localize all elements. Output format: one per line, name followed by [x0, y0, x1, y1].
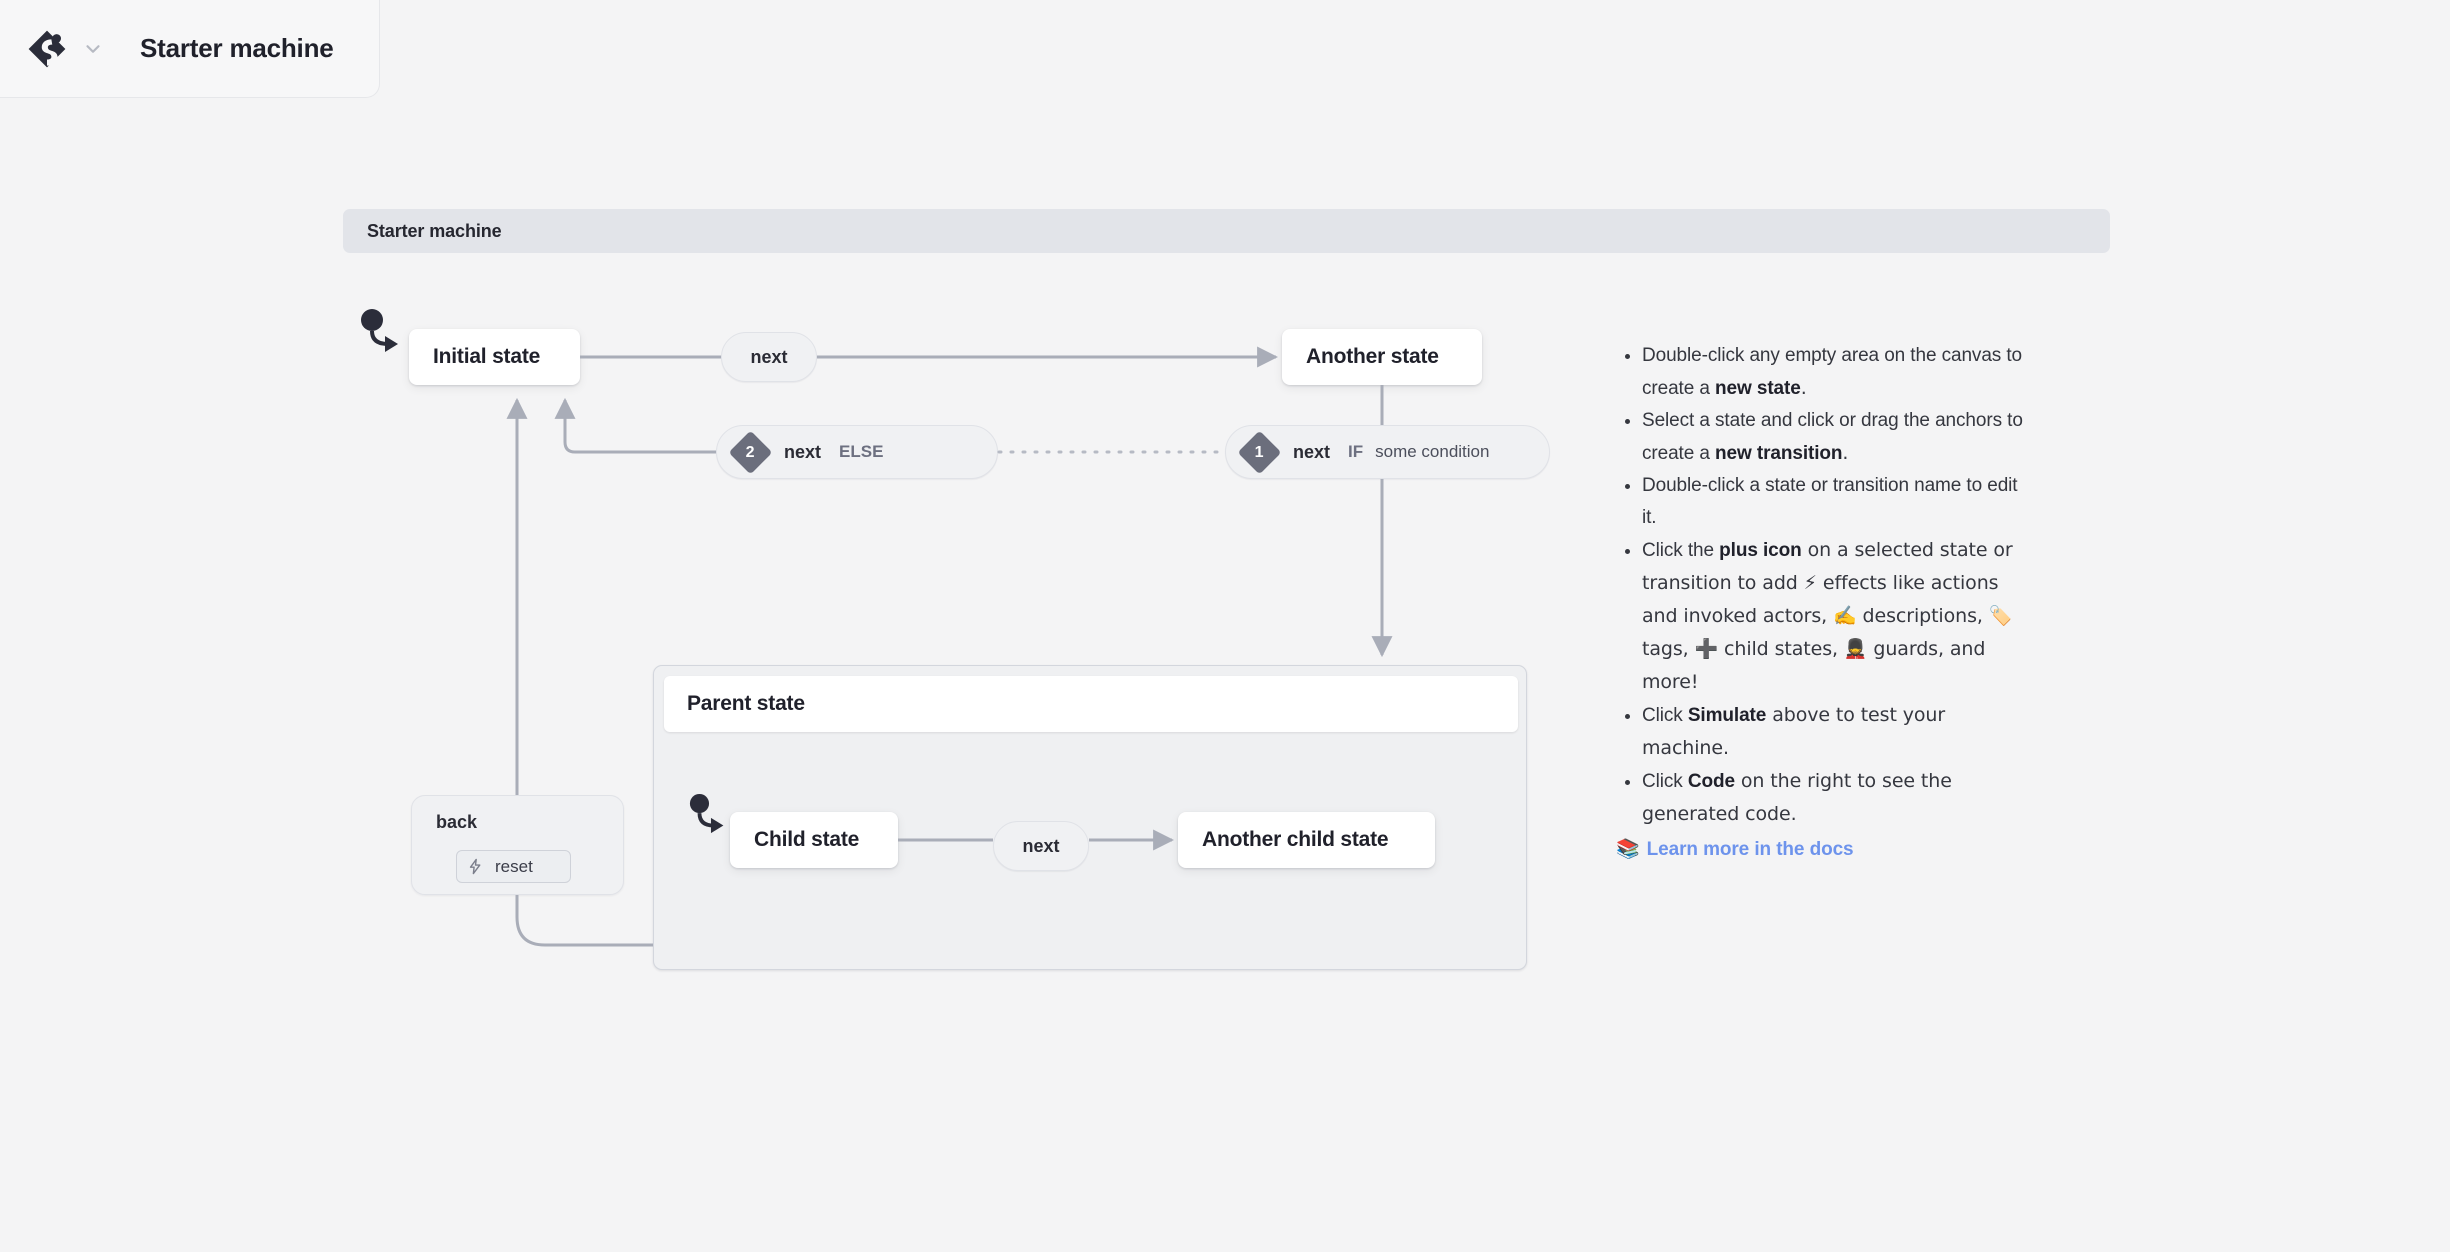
help-text-emphasis: new state [1715, 378, 1801, 399]
transition-event-label: next [1022, 835, 1060, 856]
machine-title-banner[interactable]: Starter machine [343, 209, 2110, 253]
state-label: Child state [754, 828, 860, 851]
transition-guard-keyword: IF [1348, 442, 1364, 461]
help-list-item: Click the plus icon on a selected state … [1642, 534, 2028, 699]
docs-link-row: 📚 Learn more in the docs [1616, 833, 2028, 866]
transition-next-initial-to-another[interactable]: next [721, 332, 817, 382]
books-icon: 📚 [1616, 838, 1640, 860]
app-title-label: Starter machine [140, 33, 334, 63]
transition-action-label: reset [495, 856, 533, 876]
help-text: Click the [1642, 540, 1720, 561]
state-label: Another state [1306, 345, 1439, 368]
help-text-emphasis: new transition [1715, 443, 1843, 464]
transition-next-else[interactable]: 2 next ELSE [716, 425, 998, 479]
transition-guard-expression: some condition [1375, 442, 1490, 461]
help-text: on the right to see the generated code. [1642, 770, 1952, 825]
state-node-another-state[interactable]: Another state [1282, 329, 1482, 385]
machine-title-label: Starter machine [367, 220, 502, 241]
help-text: Double-click any empty area on the canva… [1642, 345, 2023, 399]
state-label: Parent state [687, 692, 805, 715]
help-list-item: Click Code on the right to see the gener… [1642, 765, 2028, 831]
help-text: Double-click a state or transition name … [1642, 475, 2018, 528]
chevron-down-icon[interactable] [82, 38, 104, 60]
help-text: . [1800, 377, 1807, 399]
help-text-emphasis: Code [1687, 771, 1735, 792]
state-node-child-state[interactable]: Child state [730, 812, 898, 868]
help-text: . [1842, 442, 1849, 464]
transition-event-label: next [750, 346, 788, 367]
app-title-chip[interactable]: Starter machine [0, 0, 380, 98]
state-node-another-child-state[interactable]: Another child state [1178, 812, 1435, 868]
transition-next-child-to-another-child[interactable]: next [993, 821, 1089, 871]
help-text: on a selected state or transition to add… [1642, 539, 2013, 693]
transition-action-chip-reset[interactable]: reset [456, 850, 571, 883]
transition-next-if-some-condition[interactable]: 1 next IF some condition [1225, 425, 1550, 479]
help-panel: Double-click any empty area on the canva… [1616, 340, 2028, 866]
transition-event-label: next [784, 441, 822, 462]
help-text: Select a state and click or drag the anc… [1642, 410, 2023, 464]
transition-guard-keyword: ELSE [839, 442, 884, 461]
state-label: Initial state [433, 345, 541, 368]
help-text-emphasis: Simulate [1687, 705, 1767, 726]
help-list-item: Double-click any empty area on the canva… [1642, 340, 2028, 405]
initial-state-marker-root [360, 308, 406, 361]
lightning-bolt-icon [469, 858, 481, 875]
help-text: Click [1642, 771, 1688, 792]
stately-logo-icon [28, 30, 66, 67]
help-text: Click [1642, 705, 1688, 726]
help-list-item: Double-click a state or transition name … [1642, 470, 2028, 534]
parent-state-header[interactable]: Parent state [664, 676, 1518, 732]
transition-event-label: back [436, 812, 478, 832]
transition-back[interactable]: back reset [411, 795, 624, 895]
help-text: above to test your machine. [1642, 704, 1946, 759]
help-list-item: Select a state and click or drag the anc… [1642, 405, 2028, 470]
help-instruction-list: Double-click any empty area on the canva… [1618, 340, 2028, 831]
initial-state-marker-parent [688, 792, 732, 843]
state-node-initial-state[interactable]: Initial state [409, 329, 580, 385]
state-label: Another child state [1202, 828, 1389, 851]
help-text-emphasis: plus icon [1719, 540, 1802, 561]
learn-more-docs-link[interactable]: Learn more in the docs [1646, 839, 1854, 860]
help-list-item: Click Simulate above to test your machin… [1642, 699, 2028, 765]
transition-event-label: next [1293, 441, 1331, 462]
